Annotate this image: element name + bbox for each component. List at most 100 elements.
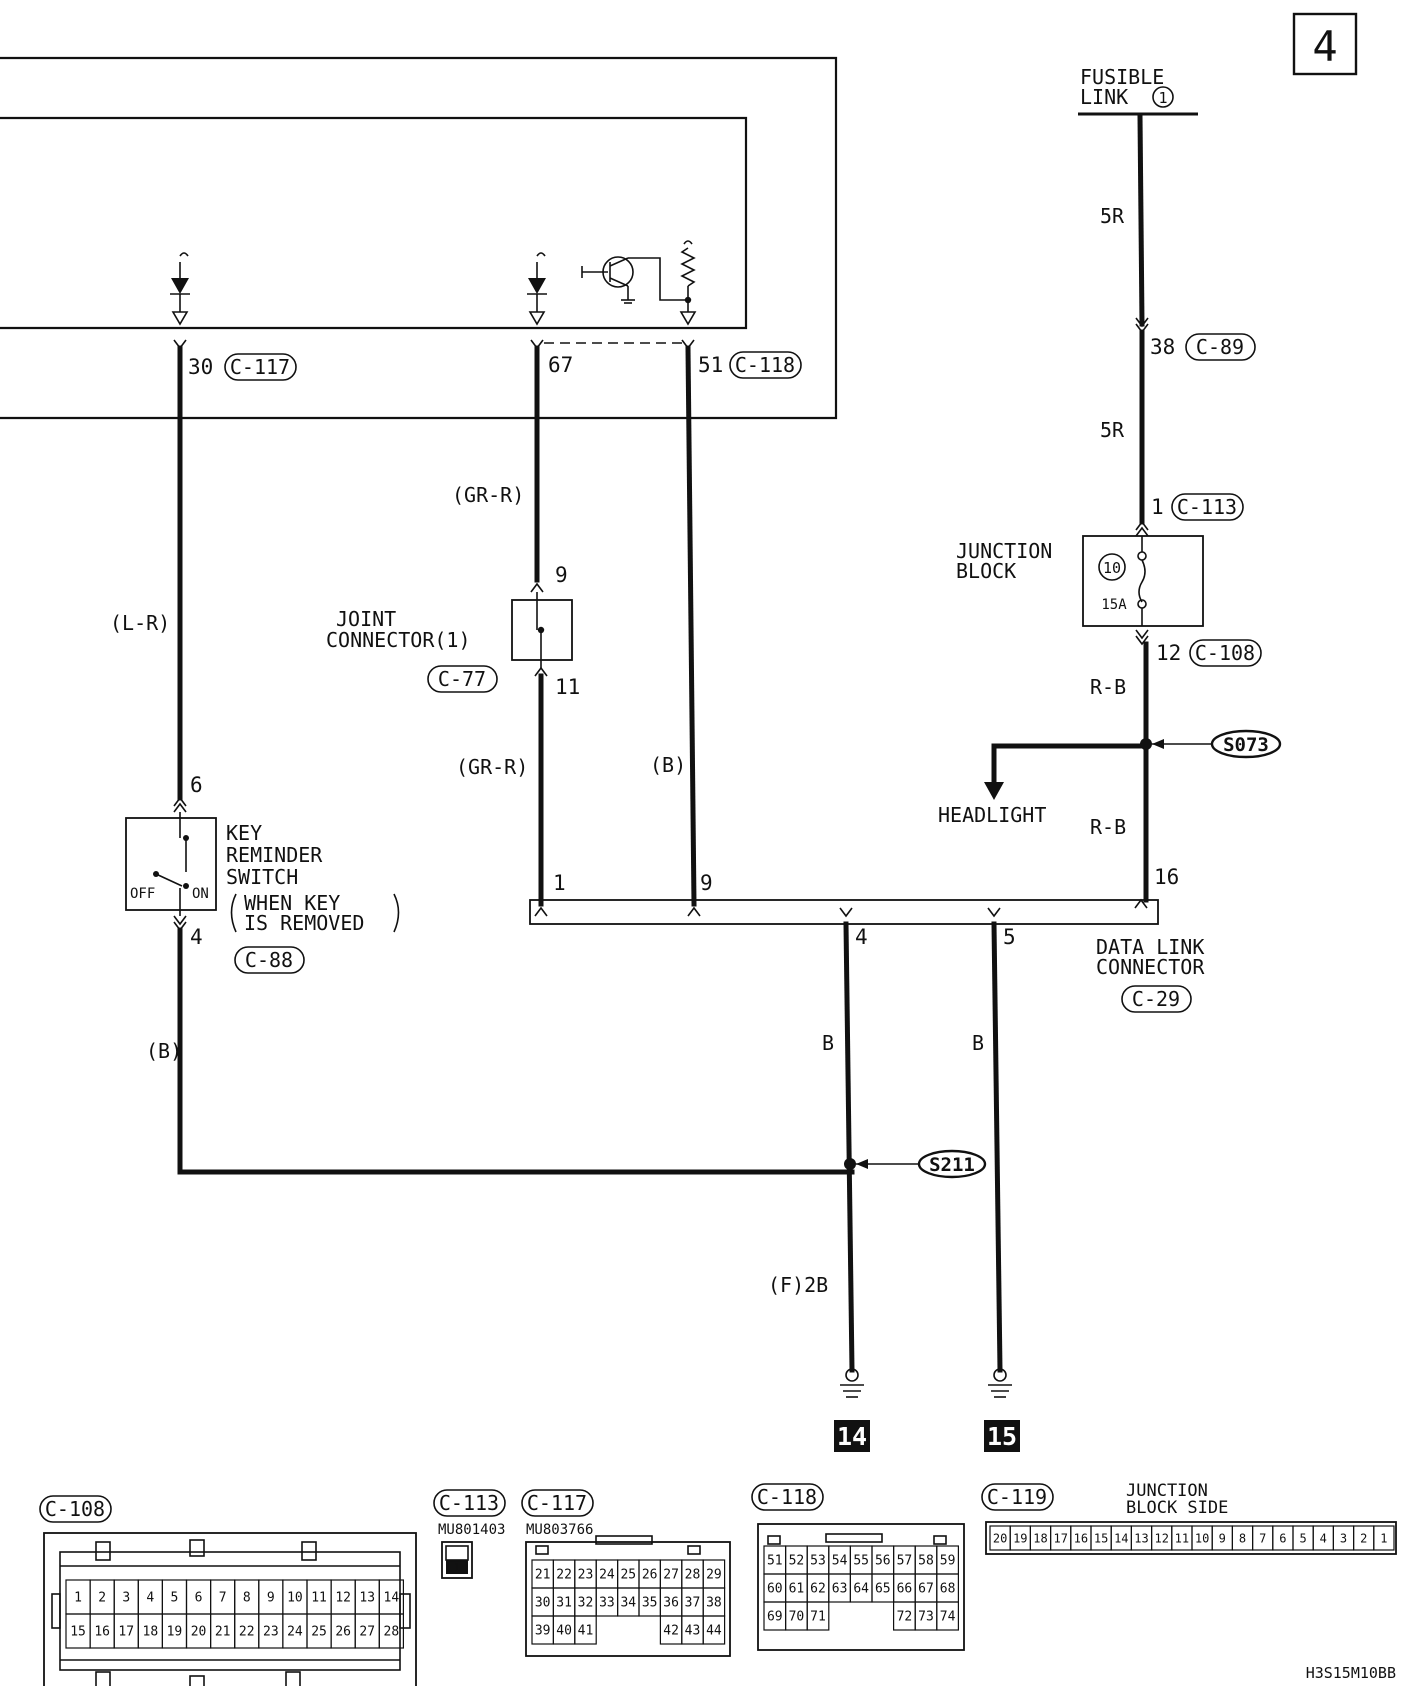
pin-number: 14 <box>384 1591 400 1606</box>
pin-number: 24 <box>599 1568 615 1583</box>
wire-color-lr: (L-R) <box>110 611 170 635</box>
key-switch-pin6-mark <box>173 796 187 813</box>
pin-number: 8 <box>1239 1531 1246 1545</box>
junction-block: 10 15A <box>1082 535 1204 627</box>
terminal-4: 4 <box>190 925 203 949</box>
pin-number: 22 <box>556 1568 572 1583</box>
pin-number: 7 <box>1259 1531 1266 1545</box>
pin-cell <box>936 1601 959 1631</box>
pin-number: 25 <box>620 1568 636 1583</box>
svg-text:C-88: C-88 <box>245 948 293 972</box>
data-link-connector <box>529 898 1159 925</box>
wire-color-grr-1: (GR-R) <box>452 483 524 507</box>
fuse-number: 10 <box>1103 559 1121 577</box>
c108-pin-mark <box>1135 629 1149 646</box>
pin-number: 11 <box>311 1591 327 1606</box>
pin-number: 38 <box>706 1596 722 1611</box>
terminal-9-joint: 9 <box>555 563 568 587</box>
pin-number: 20 <box>191 1625 207 1640</box>
ecu-internal-circuit-67 <box>527 252 547 326</box>
pin-number: 55 <box>853 1554 869 1569</box>
pin-cell <box>447 1560 467 1574</box>
pin-number: 19 <box>167 1625 183 1640</box>
pin-number: 26 <box>642 1568 658 1583</box>
pin-number: 34 <box>620 1596 636 1611</box>
pin-number: 14 <box>1114 1531 1128 1545</box>
data-link-title-2: CONNECTOR <box>1096 955 1205 979</box>
pin-number: 11 <box>1175 1531 1189 1545</box>
pin-number: 42 <box>663 1624 679 1639</box>
joint-connector-title-2: CONNECTOR(1) <box>326 628 471 652</box>
wire-color-f2b: (F)2B <box>768 1273 828 1297</box>
pin-number: 30 <box>535 1596 551 1611</box>
pin-number: 1 <box>454 1561 461 1574</box>
pin-number: 39 <box>535 1624 551 1639</box>
pin-number: 5 <box>171 1591 179 1606</box>
pin-number: 60 <box>767 1582 783 1597</box>
dlc-pin-5: 5 <box>1003 925 1016 949</box>
fusible-link-number: 1 <box>1152 86 1174 108</box>
pin-cell <box>378 1613 404 1649</box>
pin-number: 71 <box>810 1610 826 1625</box>
connector-view-c117: C-117 MU803766 <box>521 1489 731 1657</box>
junction-block-title-2: BLOCK <box>956 559 1016 583</box>
svg-text:IS REMOVED: IS REMOVED <box>244 911 364 935</box>
pin-number: 53 <box>810 1554 826 1569</box>
terminal-30: 30 <box>188 355 213 379</box>
ecu-transistor-circuit-51 <box>581 240 697 326</box>
pin-number: 41 <box>578 1624 594 1639</box>
c117-part-number: MU803766 <box>526 1522 593 1538</box>
pin-number: 51 <box>767 1554 783 1569</box>
connector-view-c113: C-113 MU801403 <box>433 1489 506 1579</box>
pin-number: 9 <box>1219 1531 1226 1545</box>
pin-cell <box>574 1615 597 1645</box>
pin-number: 25 <box>311 1625 327 1640</box>
terminal-67: 67 <box>548 353 573 377</box>
terminal-38: 38 <box>1150 335 1175 359</box>
fuse-rating: 15A <box>1101 597 1127 613</box>
terminal-1-c113: 1 <box>1151 495 1164 519</box>
pin-number: 16 <box>1074 1531 1088 1545</box>
pin-number: 31 <box>556 1596 572 1611</box>
terminal-12: 12 <box>1156 641 1181 665</box>
svg-text:S073: S073 <box>1223 734 1269 756</box>
connector-label-c77: C-77 <box>427 665 498 693</box>
ecu-internal-circuit-30 <box>170 252 190 326</box>
pin-number: 6 <box>1279 1531 1286 1545</box>
wire-color-5r-mid: 5R <box>1100 418 1125 442</box>
pin-number: 74 <box>940 1610 956 1625</box>
pin-number: 9 <box>267 1591 275 1606</box>
pin-number: 21 <box>535 1568 551 1583</box>
terminal-6: 6 <box>190 773 203 797</box>
pin-number: 27 <box>359 1625 375 1640</box>
pin-number: 52 <box>789 1554 805 1569</box>
pin-number: 24 <box>287 1625 303 1640</box>
key-reminder-switch: OFF ON <box>125 812 217 916</box>
pin-number: 23 <box>263 1625 279 1640</box>
svg-text:C-118: C-118 <box>735 353 795 377</box>
wire-5r-upper <box>1137 113 1145 327</box>
pin-number: 2 <box>1360 1531 1367 1545</box>
svg-text:1: 1 <box>1158 89 1167 107</box>
switch-off-label: OFF <box>130 886 155 902</box>
diagram-code: H3S15M10BB <box>1306 1664 1396 1682</box>
pin-number: 57 <box>897 1554 913 1569</box>
wire-color-rb-1: R-B <box>1090 675 1126 699</box>
ecu-pin-marks <box>173 339 695 350</box>
svg-text:WHEN KEY: WHEN KEY <box>244 891 340 915</box>
connector-label-c88: C-88 <box>234 946 305 974</box>
wire-color-b-ecu: (B) <box>650 753 686 777</box>
c113-pin-mark <box>1135 520 1149 537</box>
pin-number: 66 <box>897 1582 913 1597</box>
connector-view-c118: C-118 <box>751 1483 965 1651</box>
key-switch-title-3: SWITCH <box>226 865 298 889</box>
terminal-51: 51 <box>698 353 723 377</box>
pin-number: 13 <box>359 1591 375 1606</box>
pin-number: 6 <box>195 1591 203 1606</box>
svg-text:S211: S211 <box>929 1154 975 1176</box>
pin-number: 67 <box>918 1582 934 1597</box>
pin-number: 58 <box>918 1554 934 1569</box>
pin-number: 5 <box>1299 1531 1306 1545</box>
wire-color-b-key: (B) <box>146 1039 182 1063</box>
